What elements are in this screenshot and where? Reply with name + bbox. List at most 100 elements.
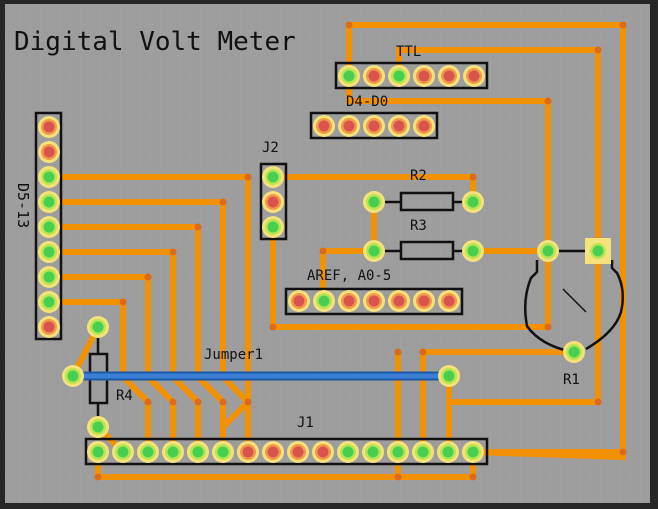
- trace-corner: [144, 273, 152, 281]
- trace: [320, 202, 377, 301]
- trace-corner: [144, 398, 152, 406]
- label-aref: AREF, A0-5: [307, 268, 391, 284]
- trace-corner: [419, 348, 427, 356]
- d5-13-pin[interactable]: [38, 216, 60, 238]
- ttl-outline: [334, 61, 489, 90]
- j1-pin[interactable]: [162, 441, 184, 463]
- r3-pin[interactable]: [462, 240, 484, 262]
- ttl-pin[interactable]: [438, 65, 460, 87]
- aref-pin[interactable]: [438, 290, 460, 312]
- j1-pin[interactable]: [437, 441, 459, 463]
- d4-d0-pin[interactable]: [388, 115, 410, 137]
- j2-pin[interactable]: [262, 216, 284, 238]
- j1-pin[interactable]: [412, 441, 434, 463]
- j1-pin[interactable]: [312, 441, 334, 463]
- j1-pin[interactable]: [137, 441, 159, 463]
- ttl-pin[interactable]: [463, 65, 485, 87]
- d4-d0-pin[interactable]: [338, 115, 360, 137]
- trace: [346, 80, 551, 251]
- r4-pin[interactable]: [87, 316, 109, 338]
- aref-outline: [284, 287, 464, 316]
- trace-corner: [219, 198, 227, 206]
- trace: [270, 227, 551, 330]
- jumper1-pin[interactable]: [438, 365, 460, 387]
- trace-corner: [469, 173, 477, 181]
- trace-corner: [194, 398, 202, 406]
- j1-pin[interactable]: [237, 441, 259, 463]
- r2-pin[interactable]: [363, 191, 385, 213]
- ttl-pin[interactable]: [338, 65, 360, 87]
- j1-pin[interactable]: [262, 441, 284, 463]
- label-ttl: TTL: [396, 44, 421, 60]
- r1-outline: [523, 260, 625, 354]
- label-d5-13: D5-13: [14, 183, 32, 228]
- pads: [38, 65, 611, 463]
- d4-d0-outline: [309, 111, 439, 140]
- trace-corner: [169, 248, 177, 256]
- d4-d0-pin[interactable]: [363, 115, 385, 137]
- trace-corner: [319, 247, 327, 255]
- board-title: Digital Volt Meter: [14, 27, 296, 57]
- j1-pin[interactable]: [362, 441, 384, 463]
- j1-pin[interactable]: [87, 441, 109, 463]
- label-d4-d0: D4-D0: [346, 94, 388, 110]
- aref-pin[interactable]: [388, 290, 410, 312]
- d4-d0-pin[interactable]: [413, 115, 435, 137]
- trace-corner: [594, 46, 602, 54]
- aref-pin[interactable]: [313, 290, 335, 312]
- d5-13-pin[interactable]: [38, 316, 60, 338]
- ttl-pin[interactable]: [363, 65, 385, 87]
- r1-pin[interactable]: [585, 238, 611, 264]
- trace-corner: [194, 223, 202, 231]
- aref-pin[interactable]: [338, 290, 360, 312]
- d5-13-pin[interactable]: [38, 116, 60, 138]
- ttl-pin[interactable]: [388, 65, 410, 87]
- label-r2: R2: [410, 168, 427, 184]
- label-j2: J2: [262, 140, 279, 156]
- d5-13-outline: [34, 111, 63, 341]
- r1-wiper-pin[interactable]: [563, 341, 585, 363]
- j1-pin[interactable]: [387, 441, 409, 463]
- trace-corner: [394, 348, 402, 356]
- j1-pin[interactable]: [112, 441, 134, 463]
- r3-pin[interactable]: [363, 240, 385, 262]
- ttl-pin[interactable]: [413, 65, 435, 87]
- d5-13-pin[interactable]: [38, 266, 60, 288]
- j2-outline: [259, 162, 288, 241]
- j2-pin[interactable]: [262, 191, 284, 213]
- trace-corners: [94, 21, 627, 481]
- d5-13-pin[interactable]: [38, 291, 60, 313]
- trace-corner: [394, 473, 402, 481]
- d5-13-pin[interactable]: [38, 166, 60, 188]
- trace-corner: [544, 97, 552, 105]
- r1-pin[interactable]: [537, 240, 559, 262]
- r2-pin[interactable]: [462, 191, 484, 213]
- j1-pin[interactable]: [337, 441, 359, 463]
- label-j1: J1: [297, 415, 314, 431]
- j1-pin[interactable]: [462, 441, 484, 463]
- jumper1-pin[interactable]: [62, 365, 84, 387]
- d5-13-pin[interactable]: [38, 191, 60, 213]
- aref-pin[interactable]: [288, 290, 310, 312]
- aref-pin[interactable]: [363, 290, 385, 312]
- trace-corner: [244, 398, 252, 406]
- label-r4: R4: [116, 388, 133, 404]
- trace-corner: [169, 398, 177, 406]
- r4-pin[interactable]: [87, 416, 109, 438]
- j1-pin[interactable]: [187, 441, 209, 463]
- d5-13-pin[interactable]: [38, 241, 60, 263]
- trace-corner: [119, 298, 127, 306]
- j1-pin[interactable]: [287, 441, 309, 463]
- d5-13-pin[interactable]: [38, 141, 60, 163]
- trace-corner: [269, 323, 277, 331]
- j1-pin[interactable]: [212, 441, 234, 463]
- trace-corner: [469, 473, 477, 481]
- trace-corner: [594, 398, 602, 406]
- trace-corner: [244, 173, 252, 181]
- trace-corner: [219, 398, 227, 406]
- label-r3: R3: [410, 218, 427, 234]
- d4-d0-pin[interactable]: [313, 115, 335, 137]
- j2-pin[interactable]: [262, 166, 284, 188]
- aref-pin[interactable]: [413, 290, 435, 312]
